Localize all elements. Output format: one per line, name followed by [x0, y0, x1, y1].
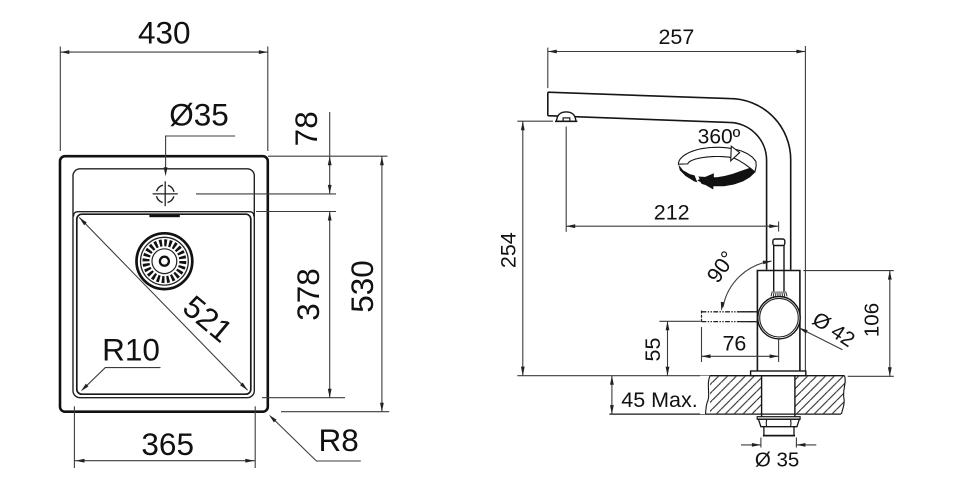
svg-text:360º: 360º [698, 126, 741, 149]
svg-text:Ø 35: Ø 35 [755, 449, 799, 472]
svg-text:106: 106 [861, 303, 884, 337]
svg-text:365: 365 [141, 426, 194, 462]
svg-text:254: 254 [497, 232, 521, 268]
svg-text:212: 212 [654, 201, 690, 225]
svg-text:521: 521 [176, 288, 239, 349]
svg-text:Ø35: Ø35 [169, 97, 229, 133]
svg-text:378: 378 [290, 268, 326, 321]
svg-text:R10: R10 [102, 331, 160, 367]
svg-text:257: 257 [658, 25, 694, 49]
svg-text:76: 76 [722, 331, 746, 355]
svg-text:530: 530 [344, 260, 380, 313]
svg-text:R8: R8 [318, 422, 358, 458]
svg-text:55: 55 [641, 338, 665, 362]
svg-text:430: 430 [138, 15, 191, 51]
svg-text:45 Max.: 45 Max. [621, 388, 697, 412]
svg-text:78: 78 [288, 111, 324, 146]
